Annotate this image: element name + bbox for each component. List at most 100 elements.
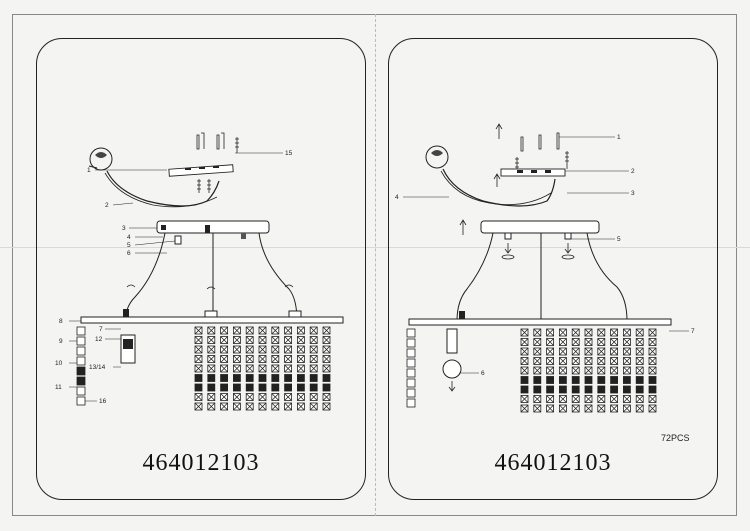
- crystal-facet: [233, 326, 241, 335]
- crystal-facet: [284, 336, 292, 344]
- callout-2: 2: [105, 202, 109, 209]
- crystal-facet: [194, 374, 203, 382]
- crystal-facet: [245, 355, 254, 363]
- crystal-facet: [533, 404, 542, 413]
- left-diagram-art: 1 2 3 4 5 6 7 8 9 10 11 12 13/14 15 16: [55, 132, 344, 411]
- crystal-facet: [245, 374, 254, 382]
- crystal-facet: [559, 366, 567, 375]
- crystal-facet: [297, 355, 305, 363]
- crystal-facet: [220, 326, 228, 335]
- crystal-facet: [584, 338, 593, 346]
- crystal-facet: [610, 385, 618, 394]
- crystal-facet: [623, 338, 631, 346]
- crystal-facet: [297, 364, 305, 373]
- crystal-facet: [284, 374, 292, 382]
- crystal-facet: [271, 374, 280, 382]
- crystal-facet: [648, 357, 657, 365]
- crystal-facet: [597, 357, 606, 365]
- quantity-label: 72PCS: [661, 433, 690, 443]
- crystal-facet: [233, 336, 241, 344]
- crystal-facet: [546, 404, 554, 413]
- right-diagram-art: 1 2 3 4 5 6 7 72PCS: [395, 123, 695, 443]
- crystal-facet: [610, 395, 618, 403]
- page-border: [12, 14, 737, 516]
- crystal-facet: [220, 383, 228, 392]
- crystal-facet: [220, 364, 228, 373]
- crystal-facet: [546, 366, 554, 375]
- crystal-facet: [610, 366, 618, 375]
- callout-2: 2: [631, 168, 635, 175]
- callout-9: 9: [59, 338, 63, 345]
- crystal-facet: [271, 336, 280, 344]
- crystal-facet: [533, 338, 542, 346]
- crystal-facet: [520, 338, 529, 346]
- crystal-facet: [597, 338, 606, 346]
- crystal-facet: [610, 328, 618, 337]
- crystal-facet: [233, 374, 241, 382]
- crystal-facet: [635, 347, 644, 356]
- callout-1: 1: [617, 134, 621, 141]
- crystal-facet: [571, 347, 580, 356]
- crystal-facet: [322, 402, 331, 411]
- callout-12: 12: [95, 336, 103, 343]
- crystal-facet: [322, 326, 331, 335]
- crystal-facet: [648, 338, 657, 346]
- crystal-facet: [322, 393, 331, 401]
- crystal-facet: [271, 326, 280, 335]
- crystal-facet: [520, 395, 529, 403]
- crystal-facet: [297, 336, 305, 344]
- callout-6: 6: [127, 250, 131, 257]
- crystal-facet: [648, 376, 657, 384]
- callout-5: 5: [127, 242, 131, 249]
- crystal-facet: [520, 357, 529, 365]
- crystal-facet: [245, 345, 254, 354]
- crystal-facet: [194, 345, 203, 354]
- crystal-facet: [322, 383, 331, 392]
- crystal-facet: [271, 345, 280, 354]
- crystal-facet: [546, 328, 554, 337]
- crystal-facet: [194, 383, 203, 392]
- crystal-facet: [245, 364, 254, 373]
- crystal-facet: [309, 326, 318, 335]
- crystal-facet: [233, 355, 241, 363]
- crystal-facet: [220, 345, 228, 354]
- crystal-facet: [207, 402, 216, 411]
- crystal-facet: [648, 404, 657, 413]
- crystal-facet: [571, 395, 580, 403]
- crystal-facet: [297, 393, 305, 401]
- crystal-facet: [533, 357, 542, 365]
- crystal-facet: [284, 326, 292, 335]
- crystal-facet: [584, 366, 593, 375]
- crystal-facet: [546, 338, 554, 346]
- crystal-facet: [610, 376, 618, 384]
- crystal-facet: [546, 357, 554, 365]
- callout-3: 3: [631, 190, 635, 197]
- crystal-facet: [284, 345, 292, 354]
- crystal-facet: [571, 404, 580, 413]
- crystal-facet: [597, 404, 606, 413]
- crystal-facet: [520, 404, 529, 413]
- crystal-facet: [207, 364, 216, 373]
- callout-6: 6: [481, 370, 485, 377]
- crystal-facet: [258, 402, 267, 411]
- crystal-facet: [207, 374, 216, 382]
- crystal-facet: [597, 328, 606, 337]
- crystal-facet: [309, 355, 318, 363]
- crystal-facet: [648, 385, 657, 394]
- crystal-facet: [258, 364, 267, 373]
- crystal-facet: [194, 336, 203, 344]
- callout-15: 15: [285, 150, 293, 157]
- center-guide-line: [0, 247, 750, 248]
- crystal-facet: [233, 402, 241, 411]
- crystal-facet: [309, 402, 318, 411]
- crystal-facet: [194, 355, 203, 363]
- crystal-facet: [271, 364, 280, 373]
- crystal-facet: [322, 355, 331, 363]
- crystal-facet: [571, 338, 580, 346]
- callout-7: 7: [99, 326, 103, 333]
- crystal-facet: [533, 347, 542, 356]
- crystal-facet: [258, 345, 267, 354]
- crystal-facet: [584, 357, 593, 365]
- crystal-facet: [533, 366, 542, 375]
- crystal-facet: [546, 395, 554, 403]
